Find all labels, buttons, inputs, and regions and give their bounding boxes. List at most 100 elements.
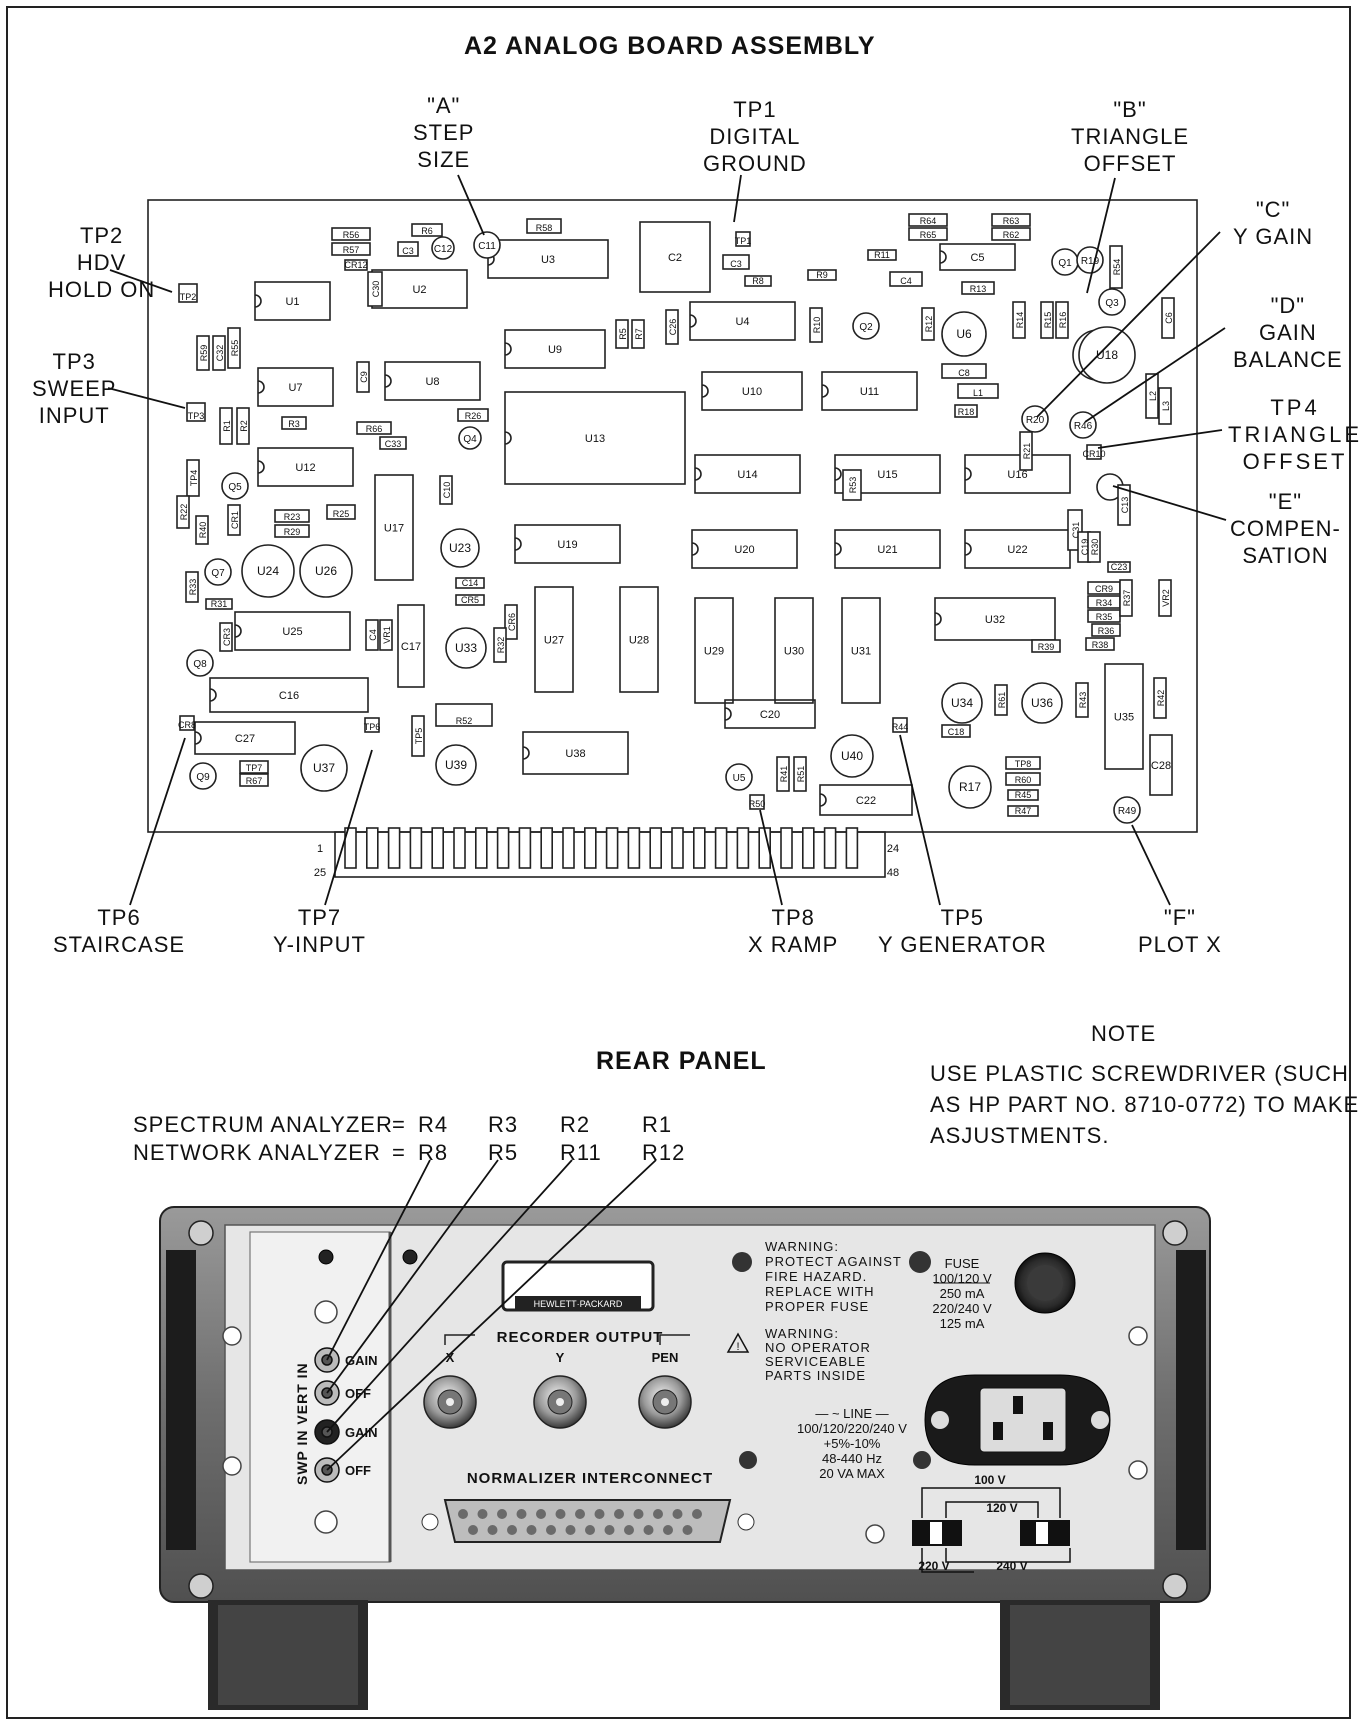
chip-notch [701, 384, 709, 398]
small-part [1012, 301, 1026, 339]
part-label: CR1 [230, 511, 240, 529]
chip-body [689, 301, 796, 341]
part-label: R61 [997, 692, 1007, 709]
small-part [1145, 373, 1159, 419]
recorder-output-label: RECORDER OUTPUT [497, 1329, 664, 1346]
part-label: R23 [284, 512, 301, 522]
part-label: U15 [877, 469, 897, 481]
part-label: C10 [442, 482, 452, 499]
small-part [195, 515, 209, 545]
dsub-pin [497, 1509, 507, 1519]
chip-body [1149, 734, 1173, 796]
part-label: Q1 [1058, 258, 1072, 269]
small-part [807, 269, 837, 281]
part-label: R16 [1058, 312, 1068, 329]
dsub-pin [663, 1525, 673, 1535]
small-part [397, 241, 419, 257]
dsub-pin [682, 1525, 693, 1535]
part-label: C6 [1164, 312, 1174, 324]
small-part [1019, 431, 1033, 471]
small-part [1119, 579, 1133, 617]
small-part [504, 604, 518, 640]
hp-badge-text: HEWLETT·PACKARD [534, 1299, 623, 1309]
chip-body [209, 677, 369, 713]
part-label: C23 [1111, 562, 1128, 572]
panel-text: 48-440 Hz [822, 1451, 882, 1466]
part-label: Q2 [859, 322, 873, 333]
label-adjust-e: "E" COMPEN- SATION [1230, 489, 1341, 568]
small-part [842, 469, 862, 501]
dsub-pin [468, 1525, 478, 1535]
part-label: C32 [215, 345, 225, 362]
part-label: C3 [730, 259, 742, 269]
part-label: R38 [1092, 640, 1109, 650]
small-part [1005, 756, 1041, 770]
part-label: U37 [313, 761, 335, 775]
part-label: R15 [1043, 312, 1053, 329]
part-label: R9 [816, 270, 828, 280]
part-label: U39 [445, 758, 467, 772]
small-part [1086, 444, 1102, 460]
small-part [1040, 301, 1054, 339]
part-label: R25 [333, 509, 350, 519]
label-tp8: TP8 X RAMP [748, 905, 839, 957]
part-label: C19 [1080, 539, 1090, 556]
row-value: R4 [418, 1112, 449, 1137]
part-label: C2 [668, 252, 682, 264]
connector-finger [714, 827, 728, 869]
part-label: R30 [1090, 539, 1100, 556]
label-tp1: TP1 DIGITAL GROUND [703, 97, 807, 176]
dsub-pin [653, 1509, 663, 1519]
row-value: R11 [560, 1140, 602, 1165]
dsub-pin [614, 1509, 624, 1519]
small-part [179, 715, 195, 731]
small-part [1091, 623, 1121, 637]
dsub-pin [692, 1509, 702, 1519]
chip-body [841, 597, 881, 704]
round-part [204, 558, 232, 586]
small-part [186, 459, 200, 497]
part-label: R44 [892, 722, 909, 732]
round-part [1113, 796, 1141, 824]
small-part [227, 504, 241, 536]
part-label: R2 [239, 420, 249, 432]
part-label: R41 [779, 766, 789, 783]
part-label: R57 [343, 245, 360, 255]
panel-text: 100/120/220/240 V [797, 1421, 907, 1436]
part-label: U22 [1007, 544, 1027, 556]
part-label: C8 [958, 368, 970, 378]
connector-finger [387, 827, 401, 869]
part-label: C3 [402, 246, 414, 256]
dsub-pin [672, 1509, 683, 1519]
part-label: 25 [314, 867, 326, 879]
chip-body [504, 329, 606, 369]
small-part [1158, 579, 1172, 617]
connector-finger [474, 827, 488, 869]
part-label: U29 [704, 646, 724, 658]
small-part [227, 327, 241, 369]
row-value: R12 [642, 1140, 686, 1165]
round-part [189, 762, 217, 790]
small-part [379, 619, 393, 651]
part-label: TP5 [414, 728, 424, 745]
small-part [196, 335, 210, 371]
chip-body [384, 361, 481, 401]
part-label: R10 [812, 317, 822, 334]
part-label: R34 [1096, 598, 1113, 608]
panel-text: 220/240 V [932, 1301, 992, 1316]
part-label: TP1 [735, 236, 752, 246]
label-tp3: TP3 SWEEP INPUT [32, 349, 117, 428]
connector-finger [736, 827, 750, 869]
voltage-label: 120 V [986, 1501, 1017, 1515]
small-part [274, 509, 310, 523]
part-label: U30 [784, 646, 804, 658]
chip-notch [691, 542, 699, 556]
panel-text: — ~ LINE — [815, 1406, 888, 1421]
part-label: U12 [295, 462, 315, 474]
round-part [473, 231, 501, 259]
part-label: L2 [1148, 391, 1158, 401]
part-label: U20 [734, 544, 754, 556]
part-label: R29 [284, 527, 301, 537]
small-part [631, 319, 645, 349]
